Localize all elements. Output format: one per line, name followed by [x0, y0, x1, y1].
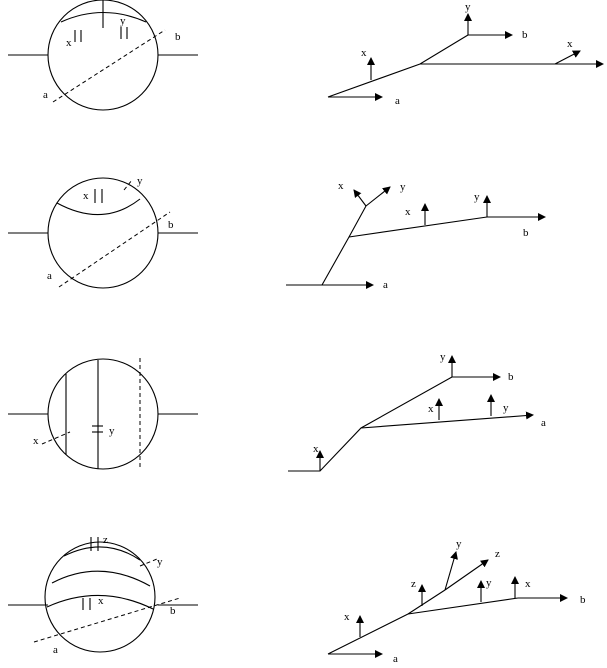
- label-y: y: [465, 1, 471, 13]
- label-y: y: [474, 191, 480, 203]
- path: [321, 205, 367, 286]
- cut-line-x: [41, 431, 71, 445]
- label-x: x: [525, 578, 531, 590]
- label-z: z: [103, 534, 108, 546]
- label-x: x: [83, 190, 89, 202]
- label-b: b: [175, 31, 181, 43]
- label-a: a: [395, 95, 400, 107]
- arrow-x: [353, 189, 367, 207]
- label-a: a: [53, 644, 58, 656]
- label-b: b: [508, 371, 514, 383]
- label-a: a: [383, 279, 388, 291]
- cut-line-a-b: [58, 211, 171, 288]
- label-x: x: [338, 180, 344, 192]
- arrow-x: [554, 50, 581, 65]
- label-b: b: [168, 219, 174, 231]
- label-x: x: [567, 38, 573, 50]
- label-a: a: [393, 653, 398, 665]
- label-a: a: [541, 417, 546, 429]
- panel-1-graph: a b y x x: [327, 1, 604, 107]
- arrow-y: [444, 551, 458, 591]
- label-x: x: [33, 435, 39, 447]
- label-x: x: [361, 47, 367, 59]
- sphere: [44, 541, 156, 653]
- panel-3-graph: a b y x x y: [288, 351, 546, 472]
- edge: [348, 216, 488, 238]
- edge-a: [360, 411, 534, 429]
- panel-3-sphere: x y: [8, 358, 198, 470]
- panel-2-sphere: x y a b: [8, 175, 198, 289]
- sphere: [47, 0, 159, 111]
- label-x: x: [344, 611, 350, 623]
- label-y: y: [440, 351, 446, 363]
- label-y: y: [400, 181, 406, 193]
- label-b: b: [522, 29, 528, 41]
- panel-4-sphere: z y x b a: [8, 534, 198, 656]
- panel-2-graph: a b x y x y: [286, 180, 546, 291]
- label-x: x: [66, 37, 72, 49]
- sphere: [47, 177, 159, 289]
- arrow-z: [444, 559, 489, 591]
- label-x: x: [405, 206, 411, 218]
- edge: [407, 597, 519, 615]
- label-z: z: [495, 548, 500, 560]
- sphere: [47, 358, 159, 470]
- label-z: z: [411, 578, 416, 590]
- label-x: x: [98, 595, 104, 607]
- label-y: y: [486, 577, 492, 589]
- arc-curve: [56, 198, 141, 216]
- label-a: a: [43, 89, 48, 101]
- panel-4-graph: a b x z y x y z: [327, 538, 586, 665]
- path: [288, 376, 453, 472]
- label-y: y: [157, 556, 163, 568]
- label-b: b: [580, 594, 586, 606]
- label-y: y: [503, 402, 509, 414]
- label-y: y: [120, 15, 126, 27]
- cut-line-y: [139, 558, 158, 567]
- path: [327, 34, 469, 98]
- cut-line-y: [123, 179, 133, 191]
- arc-curve: [51, 570, 151, 587]
- cut-line-a-b: [52, 29, 166, 103]
- label-a: a: [47, 270, 52, 282]
- label-b: b: [170, 605, 176, 617]
- arc-curve: [63, 546, 141, 561]
- arrow-y: [365, 186, 391, 207]
- arc-curve: [46, 594, 154, 610]
- cut-line-a-b: [33, 597, 181, 643]
- label-y: y: [456, 538, 462, 550]
- panel-1-sphere: x y a b: [8, 0, 198, 111]
- label-y: y: [109, 425, 115, 437]
- label-x: x: [313, 443, 319, 455]
- label-x: x: [428, 403, 434, 415]
- label-b: b: [523, 227, 529, 239]
- label-y: y: [137, 175, 143, 187]
